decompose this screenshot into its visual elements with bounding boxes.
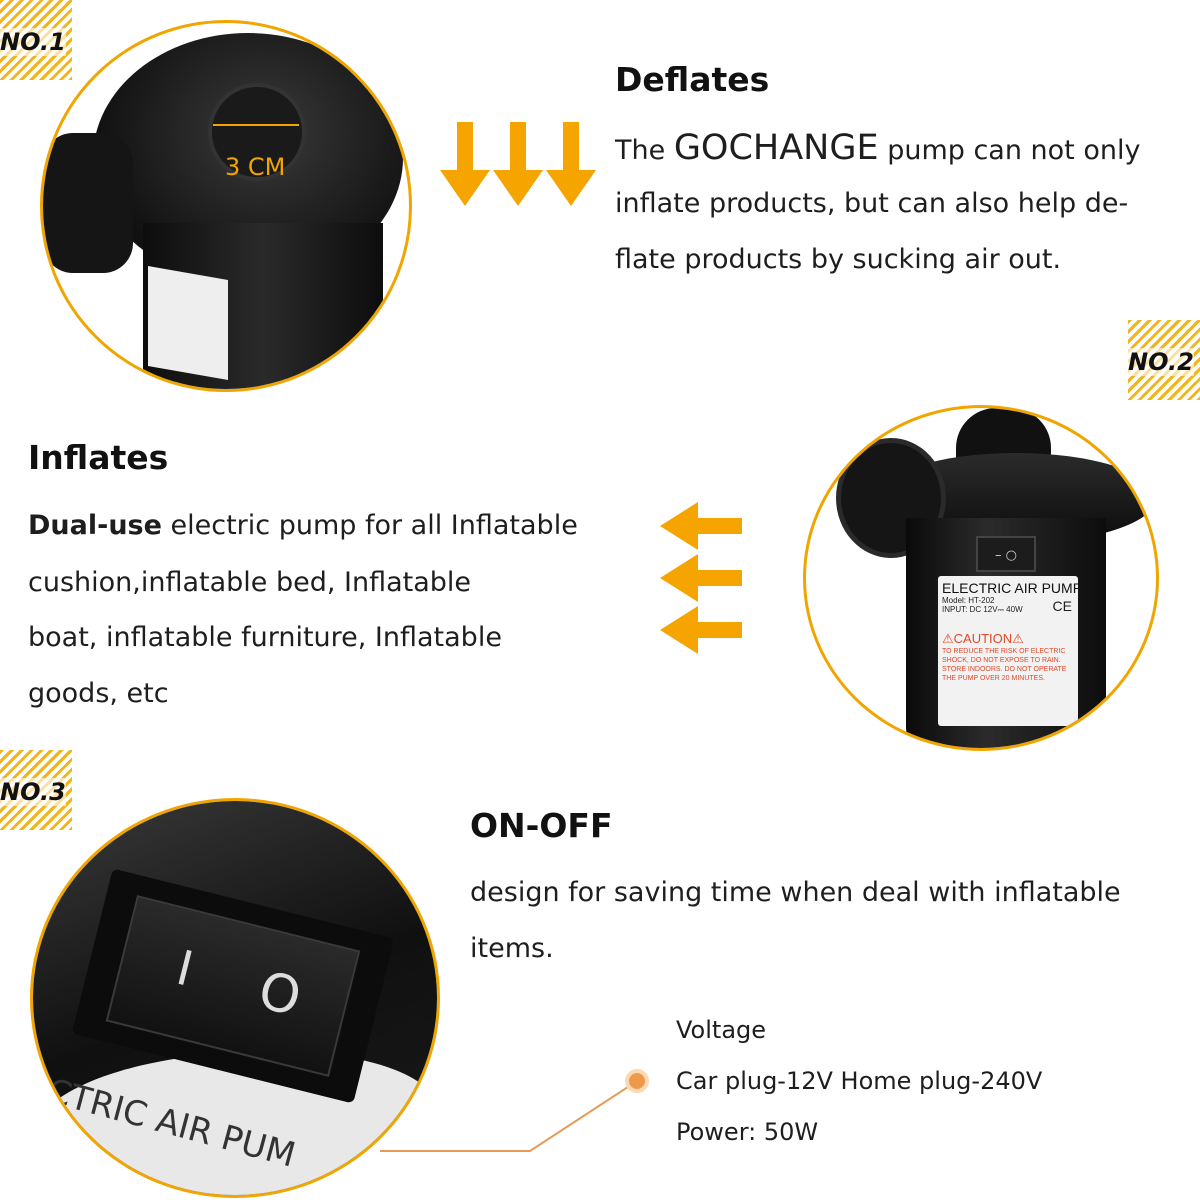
inflates-line-3: boat, inflatable furniture, Inflatable <box>28 622 502 653</box>
measure-line <box>213 124 299 126</box>
text: The <box>615 135 674 166</box>
switch-on-symbol: O <box>252 960 307 1029</box>
inflates-line-1: Dual-use electric pump for all Inflatabl… <box>28 498 578 554</box>
onoff-title: ON-OFF <box>470 806 613 845</box>
pump-label-sticker <box>148 265 228 381</box>
onoff-line-2: items. <box>470 933 554 964</box>
spec-voltage-heading: Voltage <box>676 1016 767 1044</box>
brand-name: GOCHANGE <box>673 128 879 168</box>
text: electric pump for all Inflatable <box>161 510 578 541</box>
power-switch: – ○ <box>976 536 1036 572</box>
switch-off-symbol: I <box>171 939 199 998</box>
label-model: Model: HT-202 <box>942 596 995 605</box>
inflates-title: Inflates <box>28 438 169 477</box>
deflates-line-2: inflate products, but can also help de- <box>615 188 1129 219</box>
inflates-line-2: cushion,inflatable bed, Inflatable <box>28 567 472 598</box>
text: pump can not only <box>878 135 1141 166</box>
onoff-line-1: design for saving time when deal with in… <box>470 877 1121 908</box>
badge-no1: NO.1 <box>0 0 72 80</box>
rocker-switch: I O <box>105 895 361 1077</box>
pump-top-view-image: 3 CM <box>40 20 412 392</box>
left-arrows-icon <box>660 502 742 654</box>
pump-label: ELECTRIC AIR PUMP Model: HT-202 INPUT: D… <box>938 576 1078 726</box>
spec-voltage-value: Car plug-12V Home plug-240V <box>676 1067 1043 1095</box>
label-warning: TO REDUCE THE RISK OF ELECTRIC SHOCK, DO… <box>942 648 1067 682</box>
label-title: ELECTRIC AIR PUMP <box>942 580 1078 596</box>
badge-label: NO.1 <box>0 28 66 56</box>
down-arrows-icon <box>440 122 596 206</box>
switch-closeup-image: CTRIC AIR PUM I O <box>30 798 440 1198</box>
ce-mark: CE <box>1052 598 1072 614</box>
badge-label: NO.2 <box>1128 348 1194 376</box>
inflates-line-4: goods, etc <box>28 678 169 709</box>
pump-side-view-image: – ○ ELECTRIC AIR PUMP Model: HT-202 INPU… <box>803 405 1159 751</box>
spec-power: Power: 50W <box>676 1118 819 1146</box>
deflates-line-3: flate products by sucking air out. <box>615 244 1062 275</box>
label-caution: ⚠CAUTION⚠ <box>942 631 1024 646</box>
measure-label: 3 CM <box>225 153 286 181</box>
badge-no2: NO.2 <box>1128 320 1200 400</box>
label-input: INPUT: DC 12V⎓ 40W <box>942 605 1023 614</box>
deflates-title: Deflates <box>615 60 770 99</box>
bold-lead: Dual-use <box>28 510 162 541</box>
callout-connector <box>380 1069 649 1152</box>
deflates-line-1: The GOCHANGE pump can not only <box>615 120 1140 179</box>
